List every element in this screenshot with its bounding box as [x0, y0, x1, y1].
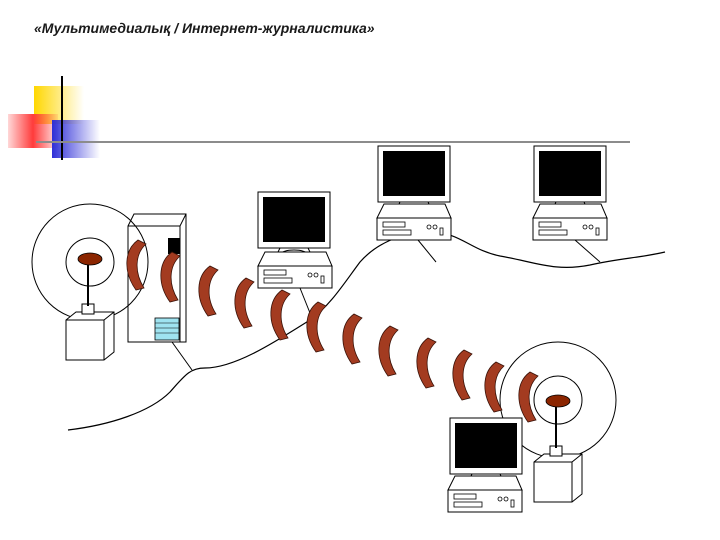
signal-arc	[342, 313, 363, 365]
computer-3	[532, 145, 608, 241]
network-cable	[67, 231, 666, 431]
desktop-computer-icon	[447, 417, 523, 513]
access-point-right	[499, 341, 617, 503]
blue-square	[52, 120, 100, 158]
coverage-inner-ring	[533, 375, 583, 425]
drop-cable-computer-2	[417, 239, 437, 263]
coverage-inner-ring	[65, 237, 115, 287]
access-point-left	[31, 203, 149, 361]
computer-1	[257, 191, 333, 289]
signal-arc	[234, 277, 255, 329]
signal-arc	[378, 325, 399, 377]
desktop-computer-icon	[376, 145, 452, 241]
signal-arc	[416, 337, 437, 389]
signal-arc	[198, 265, 219, 317]
drop-cable-server	[171, 341, 193, 371]
signal-arc	[306, 301, 327, 353]
signal-arc	[518, 371, 539, 423]
desktop-computer-icon	[532, 145, 608, 241]
signal-arc	[270, 289, 291, 341]
wireless-access-point-icon	[77, 252, 103, 266]
desktop-computer-icon	[257, 191, 333, 289]
wireless-access-point-icon	[545, 394, 571, 408]
computer-4	[447, 417, 523, 513]
computer-2	[376, 145, 452, 241]
drop-cable-computer-3	[574, 239, 601, 263]
signal-arc	[452, 349, 473, 401]
slide-title: «Мультимедиалық / Интернет-журналистика»	[34, 20, 375, 36]
